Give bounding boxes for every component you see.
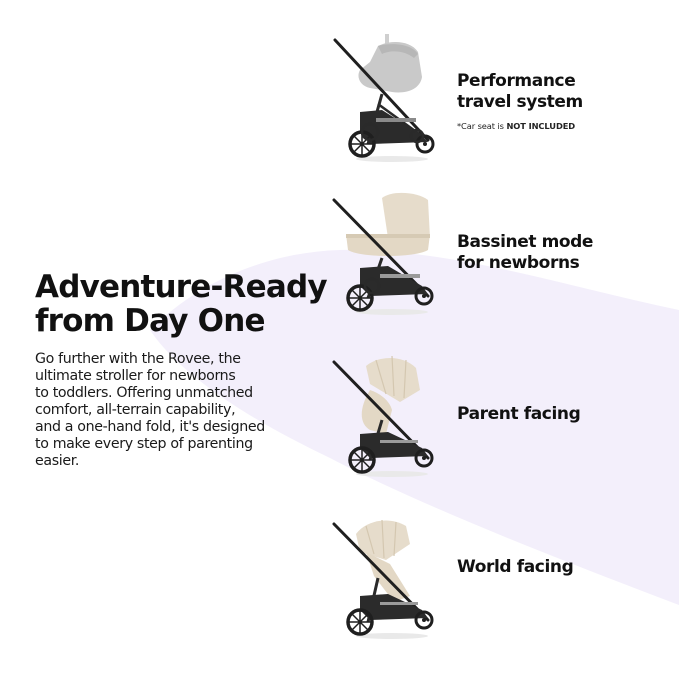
- stroller-bassinet-image: [332, 192, 434, 315]
- description-line: to make every step of parenting: [35, 436, 253, 452]
- page-heading: Adventure-Ready from Day One: [35, 269, 328, 339]
- description-line: Go further with the Rovee, the: [35, 351, 241, 367]
- mode-label-world-facing: World facing: [457, 557, 574, 578]
- mode-label-travel-system: Performance travel system: [457, 71, 583, 112]
- description-line: ultimate stroller for newborns: [35, 368, 236, 384]
- description-line: and a one-hand fold, it's designed: [35, 419, 265, 435]
- canopy-icon: [356, 519, 410, 602]
- mode-label-line: Performance: [457, 71, 576, 91]
- car-seat-icon: [358, 34, 422, 93]
- mode-label-bassinet: Bassinet mode for newborns: [457, 232, 593, 273]
- bassinet-icon: [346, 192, 430, 256]
- stroller-parent-facing-image: [332, 355, 434, 477]
- mode-label-line: for newborns: [457, 252, 580, 273]
- mode-label-line: World facing: [457, 557, 574, 577]
- mode-label-line: Parent facing: [457, 404, 581, 424]
- car-seat-disclaimer: *Car seat is NOT INCLUDED: [457, 121, 575, 131]
- stroller-travel-system-image: [333, 34, 435, 162]
- description-line: to toddlers. Offering unmatched: [35, 385, 253, 401]
- mode-label-parent-facing: Parent facing: [457, 404, 581, 425]
- rear-wheel-icon: [348, 122, 380, 158]
- mode-label-line: travel system: [457, 91, 583, 112]
- description-line: comfort, all-terrain capability,: [35, 402, 236, 418]
- description-line: easier.: [35, 453, 80, 469]
- heading-line-1: Adventure-Ready: [35, 269, 328, 305]
- canopy-icon: [361, 355, 420, 434]
- heading-line-2: from Day One: [35, 303, 266, 339]
- disclaimer-prefix: *Car seat is: [457, 121, 507, 131]
- mode-label-line: Bassinet mode: [457, 232, 594, 252]
- stroller-world-facing-image: [332, 519, 434, 639]
- product-description: Go further with the Rovee, the ultimate …: [35, 351, 305, 470]
- front-wheel-icon: [409, 128, 435, 154]
- disclaimer-emphasis: NOT INCLUDED: [506, 121, 576, 131]
